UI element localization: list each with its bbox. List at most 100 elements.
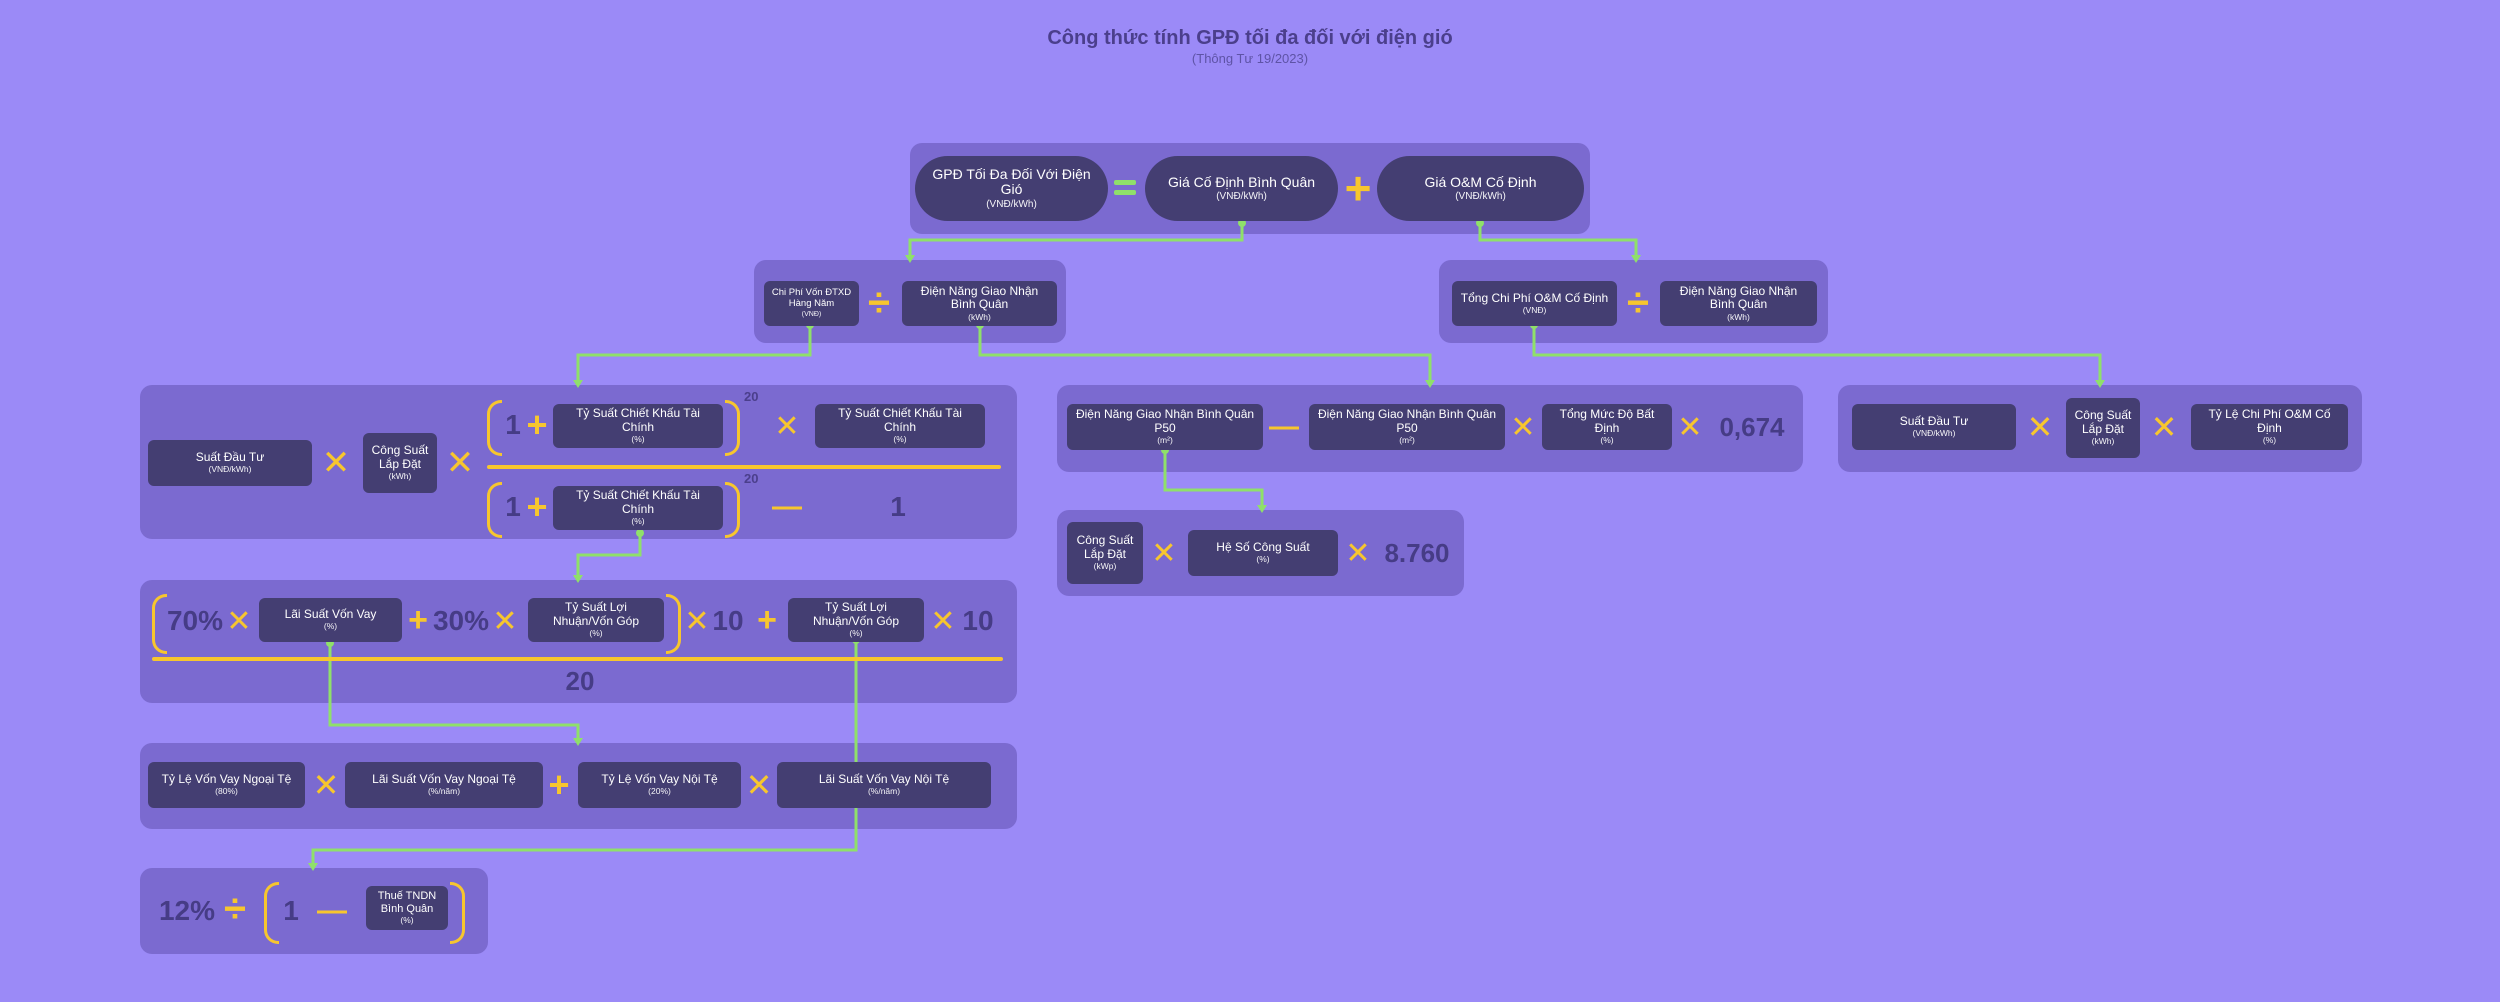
om-price-unit: (VNĐ/kWh) bbox=[1455, 191, 1506, 203]
minus-operator: — bbox=[772, 490, 802, 523]
fixed-price-label: Giá Cố Định Bình Quân bbox=[1167, 173, 1316, 190]
energy-avg-unit-2: (kWh) bbox=[1727, 311, 1750, 322]
equals-sign bbox=[1114, 178, 1136, 198]
exponent-denominator: 20 bbox=[744, 471, 759, 486]
equity-rate-unit-2: (%) bbox=[849, 628, 863, 639]
times-operator: ✕ bbox=[492, 604, 518, 638]
fx-rate-box: Lãi Suất Vốn Vay Ngoại Tệ (%/năm) bbox=[345, 762, 543, 808]
ten-value-2: 10 bbox=[962, 605, 994, 636]
om-ratio-box: Tỷ Lệ Chi Phí O&M Cố Định (%) bbox=[2191, 404, 2348, 450]
om-invest-rate-unit: (VNĐ/kWh) bbox=[1912, 428, 1956, 439]
left-paren bbox=[487, 482, 502, 538]
p50-energy-box: Điện Năng Giao Nhận Bình Quân P50 (m²) bbox=[1067, 404, 1263, 450]
loan-rate-label: Lãi Suất Vốn Vay bbox=[284, 607, 377, 622]
equity-rate-box: Tỷ Suất Lợi Nhuận/Vốn Góp (%) bbox=[528, 598, 664, 642]
fx-rate-label: Lãi Suất Vốn Vay Ngoại Tệ bbox=[372, 772, 516, 787]
plus-operator: + bbox=[1344, 162, 1372, 214]
right-paren bbox=[725, 400, 740, 456]
dom-ratio-label: Tỷ Lệ Vốn Vay Nội Tệ bbox=[601, 772, 718, 787]
discount-rate-box-3: Tỷ Suất Chiết Khấu Tài Chính (%) bbox=[553, 486, 723, 530]
fixed-price-box: Giá Cố Định Bình Quân (VNĐ/kWh) bbox=[1145, 156, 1338, 221]
pct70-value: 70% bbox=[166, 605, 224, 636]
capacity-label: Công Suất Lắp Đặt bbox=[371, 443, 429, 471]
page-title: Công thức tính GPĐ tối đa đối với điện g… bbox=[1047, 27, 1453, 49]
plus-operator: + bbox=[408, 600, 428, 639]
times-operator: ✕ bbox=[2150, 409, 2178, 445]
fraction-bar bbox=[152, 657, 1003, 661]
equity-rate-box-2: Tỷ Suất Lợi Nhuận/Vốn Góp (%) bbox=[788, 598, 924, 642]
left-paren bbox=[487, 400, 502, 456]
loan-rate-unit: (%) bbox=[323, 621, 338, 632]
fixed-price-unit: (VNĐ/kWh) bbox=[1216, 191, 1267, 203]
cit-unit: (%) bbox=[400, 915, 414, 926]
p50-capacity-label: Công Suất Lắp Đặt bbox=[1076, 533, 1134, 561]
discount-rate-box: Tỷ Suất Chiết Khấu Tài Chính (%) bbox=[553, 404, 723, 448]
discount-rate-label-2: Tỷ Suất Chiết Khấu Tài Chính bbox=[838, 406, 962, 434]
energy-avg-box-2: Điện Năng Giao Nhận Bình Quân (kWh) bbox=[1660, 281, 1817, 326]
invest-rate-box: Suất Đầu Tư (VNĐ/kWh) bbox=[148, 440, 312, 486]
plus-operator: + bbox=[548, 764, 570, 805]
invest-rate-unit: (VNĐ/kWh) bbox=[208, 464, 252, 475]
energy-avg-label-2: Điện Năng Giao Nhận Bình Quân bbox=[1679, 283, 1798, 312]
equity-rate-unit: (%) bbox=[589, 628, 603, 639]
uncertainty-box: Tổng Mức Độ Bất Định (%) bbox=[1542, 404, 1672, 450]
discount-rate-unit: (%) bbox=[631, 434, 645, 445]
p50-capacity-unit: (kWp) bbox=[1093, 561, 1117, 572]
left-paren bbox=[152, 594, 167, 654]
page-subtitle: (Thông Tư 19/2023) bbox=[1191, 51, 1309, 66]
times-operator: ✕ bbox=[2026, 409, 2054, 445]
plus-operator: + bbox=[526, 404, 548, 445]
loan-rate-box: Lãi Suất Vốn Vay (%) bbox=[259, 598, 402, 642]
energy-avg-label: Điện Năng Giao Nhận Bình Quân bbox=[920, 283, 1039, 312]
times-operator: ✕ bbox=[312, 767, 340, 803]
ten-value: 10 bbox=[712, 605, 744, 636]
discount-rate-unit-2: (%) bbox=[893, 434, 907, 445]
capex-box: Chi Phí Vốn ĐTXD Hàng Năm (VNĐ) bbox=[764, 281, 859, 326]
discount-rate-unit-3: (%) bbox=[631, 516, 645, 527]
fx-ratio-unit: (80%) bbox=[215, 786, 238, 797]
fx-rate-unit: (%/năm) bbox=[427, 786, 461, 797]
dom-rate-box: Lãi Suất Vốn Vay Nội Tệ (%/năm) bbox=[777, 762, 991, 808]
discount-rate-box-2: Tỷ Suất Chiết Khấu Tài Chính (%) bbox=[815, 404, 985, 448]
right-paren bbox=[450, 882, 465, 944]
equity-rate-label: Tỷ Suất Lợi Nhuận/Vốn Góp bbox=[552, 600, 640, 628]
one-denominator: 1 bbox=[505, 491, 521, 522]
invest-rate-label: Suất Đầu Tư bbox=[195, 450, 265, 465]
pct30-value: 30% bbox=[432, 605, 490, 636]
divide-operator: ÷ bbox=[224, 886, 246, 931]
one-minus: 1 bbox=[890, 491, 906, 522]
pct12-value: 12% bbox=[158, 895, 216, 926]
capacity-box: Công Suất Lắp Đặt (kWh) bbox=[363, 433, 437, 493]
om-ratio-label: Tỷ Lệ Chi Phí O&M Cố Định bbox=[2208, 407, 2331, 435]
denominator-value: 20 bbox=[565, 665, 595, 696]
om-total-box: Tổng Chi Phí O&M Cố Định (VNĐ) bbox=[1452, 281, 1617, 326]
p50-energy-unit-2: (m²) bbox=[1399, 435, 1415, 446]
fx-ratio-box: Tỷ Lệ Vốn Vay Ngoại Tệ (80%) bbox=[148, 762, 305, 808]
capacity-factor-label: Hệ Số Công Suất bbox=[1216, 540, 1310, 555]
times-operator: ✕ bbox=[684, 604, 710, 638]
capex-unit: (VNĐ) bbox=[801, 310, 822, 318]
energy-avg-unit: (kWh) bbox=[968, 311, 991, 322]
discount-rate-label-3: Tỷ Suất Chiết Khấu Tài Chính bbox=[576, 488, 700, 516]
p50-energy-unit: (m²) bbox=[1157, 435, 1173, 446]
uncertainty-label: Tổng Mức Độ Bất Định bbox=[1559, 407, 1655, 435]
p50-energy-box-2: Điện Năng Giao Nhận Bình Quân P50 (m²) bbox=[1309, 404, 1505, 450]
plus-operator: + bbox=[526, 486, 548, 527]
exponent-numerator: 20 bbox=[744, 389, 759, 404]
gpd-max-label: GPĐ Tối Đa Đối Với Điện Gió bbox=[932, 165, 1091, 198]
cit-box: Thuế TNDN Bình Quân (%) bbox=[366, 886, 448, 930]
divide-operator: ÷ bbox=[1627, 280, 1649, 325]
gpd-max-unit: (VNĐ/kWh) bbox=[986, 199, 1037, 211]
times-operator: ✕ bbox=[1345, 536, 1371, 570]
uncertainty-unit: (%) bbox=[1600, 435, 1614, 446]
om-price-label: Giá O&M Cố Định bbox=[1424, 173, 1537, 190]
fraction-bar bbox=[487, 465, 1001, 469]
om-capacity-label: Công Suất Lắp Đặt bbox=[2074, 408, 2132, 436]
om-capacity-unit: (kWh) bbox=[2091, 436, 2115, 447]
p50-capacity-box: Công Suất Lắp Đặt (kWp) bbox=[1067, 522, 1143, 584]
om-invest-rate-box: Suất Đầu Tư (VNĐ/kWh) bbox=[1852, 404, 2016, 450]
discount-rate-label: Tỷ Suất Chiết Khấu Tài Chính bbox=[576, 406, 700, 434]
one-value: 1 bbox=[283, 895, 299, 926]
left-paren bbox=[264, 882, 279, 944]
equity-rate-label-2: Tỷ Suất Lợi Nhuận/Vốn Góp bbox=[812, 600, 900, 628]
